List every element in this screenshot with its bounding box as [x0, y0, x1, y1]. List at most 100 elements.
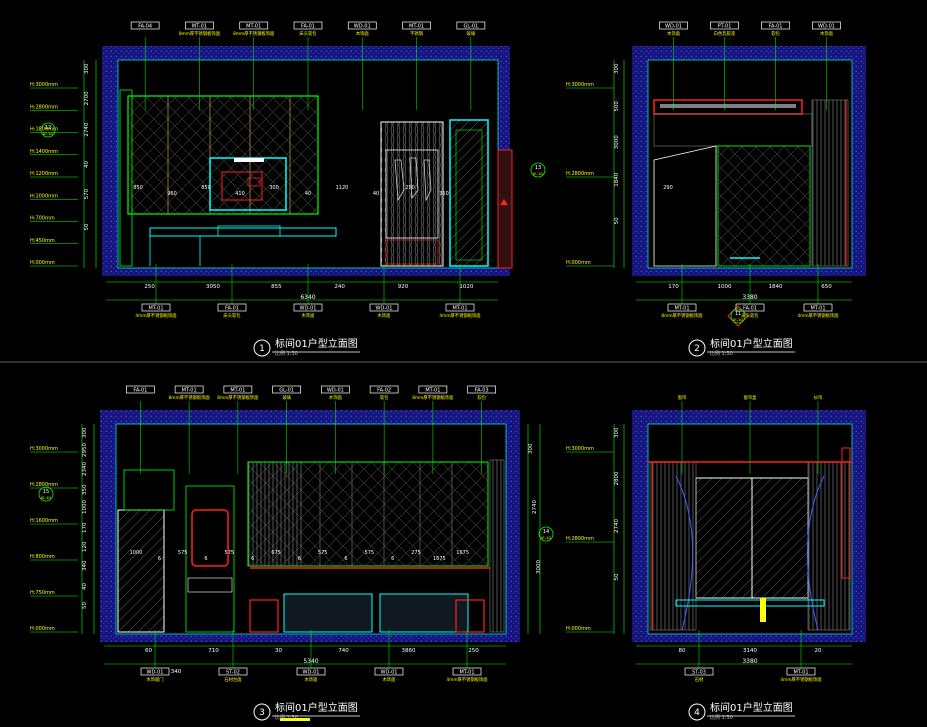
inner-dimension: 575: [178, 550, 188, 556]
inner-dimension: 850: [133, 185, 143, 191]
material-tag-code: ST-03: [692, 670, 706, 676]
material-tag-code: FA-01: [133, 388, 147, 394]
section-mark-circle: [40, 122, 56, 138]
elevation-3-scale: 比例 1:30: [275, 714, 298, 721]
tv-screen: [221, 171, 263, 201]
material-tag-code: WD-01: [381, 670, 398, 676]
inner-dimension: 40: [305, 191, 311, 197]
elevation-3-number-circle: [253, 703, 271, 721]
material-tag-code: FA-04: [138, 24, 152, 30]
level-marker: H:1000mm: [30, 193, 58, 199]
inner-dimension: 250: [405, 185, 415, 191]
section-mark-number: 14: [543, 529, 549, 535]
tag-box: [347, 21, 377, 30]
bottom-dimension: 1020: [459, 284, 473, 290]
bottom-dimension: 3140: [743, 648, 757, 654]
tag-box: [402, 21, 431, 30]
elevation-4: [613, 410, 866, 721]
inner-dimension: 275: [411, 550, 421, 556]
glass-door: [449, 119, 489, 267]
inner-dimension: 6: [298, 556, 301, 562]
section-mark-ref: IE-10: [43, 131, 53, 136]
material-tag-note: 床头软包: [223, 312, 241, 319]
material-tag-note: 玻璃: [467, 30, 476, 37]
material-tag-code: GL-01: [279, 388, 294, 394]
material-tag-note: 石材台面: [224, 676, 242, 683]
material-tag-note: 白色乳胶漆: [714, 30, 736, 37]
bottom-dimension: 920: [398, 284, 409, 290]
section-mark-circle: [530, 162, 546, 178]
tag-box: [418, 385, 448, 394]
material-tag-note: 8mm厚不锈钢板饰面: [169, 394, 211, 401]
vertical-dimension: 570: [84, 188, 90, 199]
material-tag-code: MT-01: [810, 306, 825, 312]
level-marker: H:1200mm: [30, 171, 58, 177]
level-marker: H:3000mm: [566, 82, 594, 88]
wall-panel: [717, 145, 811, 267]
inner-dimension: 6: [251, 556, 254, 562]
material-tag-code: MT-01: [230, 388, 245, 394]
level-marker: H:000mm: [30, 260, 55, 266]
section-mark-ref: IE-10: [733, 317, 743, 322]
material-tag-note: 木饰面: [667, 30, 681, 37]
material-tag-code: WD-01: [354, 24, 371, 30]
inner-dimension: 1675: [433, 556, 446, 562]
elevation-4-scale: 比例 1:30: [710, 714, 733, 721]
material-tag-code: ST-02: [226, 670, 240, 676]
bottom-dimension: 60: [145, 648, 152, 654]
level-marker: H:1600mm: [30, 518, 58, 524]
inner-dimension: 6: [344, 556, 347, 562]
level-marker: H:000mm: [30, 626, 55, 632]
material-tag-code: MT-01: [425, 388, 440, 394]
elevation-3: [81, 410, 541, 721]
vertical-dimension: 50: [614, 217, 620, 224]
inner-dimension: 350: [439, 191, 449, 197]
elevation-2-title: 标间01户型立面图: [710, 337, 793, 350]
material-tag-code: MT-01: [192, 24, 207, 30]
material-tag-code: FA-01: [225, 306, 239, 312]
bottom-dimension: 740: [338, 648, 349, 654]
vertical-dimension: 50: [614, 573, 620, 580]
tag-box: [659, 21, 688, 30]
material-tag-code: WD-01: [818, 24, 835, 30]
elevation-2: [613, 46, 866, 357]
material-tag-note: 床头软包: [741, 312, 759, 319]
vertical-dimension: 2740: [614, 519, 620, 533]
level-marker: H:700mm: [30, 216, 55, 222]
elevation-3-number: 3: [259, 708, 265, 718]
material-tag-code: MT-01: [182, 388, 197, 394]
tag-box: [321, 385, 350, 394]
tag-box: [456, 21, 486, 30]
elevation-1: [83, 46, 513, 357]
material-tag-note: 木饰面: [383, 676, 397, 683]
material-tag-note: 石材: [695, 676, 704, 683]
inner-dimension: 1120: [336, 185, 349, 191]
elevation-1-number: 1: [259, 344, 265, 354]
level-marker: H:3000mm: [566, 446, 594, 452]
level-marker: H:000mm: [566, 260, 591, 266]
bed-left: [283, 593, 373, 633]
inner-dimension: 850: [201, 185, 211, 191]
inner-dimension: 575: [365, 550, 375, 556]
inner-dimension: 40: [373, 191, 379, 197]
bottom-dimension: 3860: [402, 648, 416, 654]
material-tag-code: MT-01: [246, 24, 261, 30]
level-marker: H:2800mm: [566, 171, 594, 177]
bottom-dimension: 3050: [206, 284, 220, 290]
section-mark-circle: [38, 486, 54, 502]
tag-box: [710, 21, 739, 30]
level-marker: H:450mm: [30, 238, 55, 244]
section-mark-number: 13: [535, 165, 541, 171]
material-tag-code: FA-01: [769, 24, 783, 30]
elevation-1-number-circle: [253, 339, 271, 357]
elevation-4-number-circle: [688, 703, 706, 721]
material-tag-note: 不锈钢: [410, 30, 423, 37]
material-tag-note: 木饰面: [820, 30, 834, 37]
vertical-dimension: 3000: [614, 135, 620, 149]
material-tag-note: 窗帘: [678, 394, 687, 401]
inner-dimension: 1675: [456, 550, 469, 556]
total-dimension: 3380: [742, 658, 757, 665]
bottom-dimension: 30: [275, 648, 282, 654]
material-tag-note: 软包: [771, 30, 780, 37]
material-tag-code: GL-01: [463, 24, 478, 30]
